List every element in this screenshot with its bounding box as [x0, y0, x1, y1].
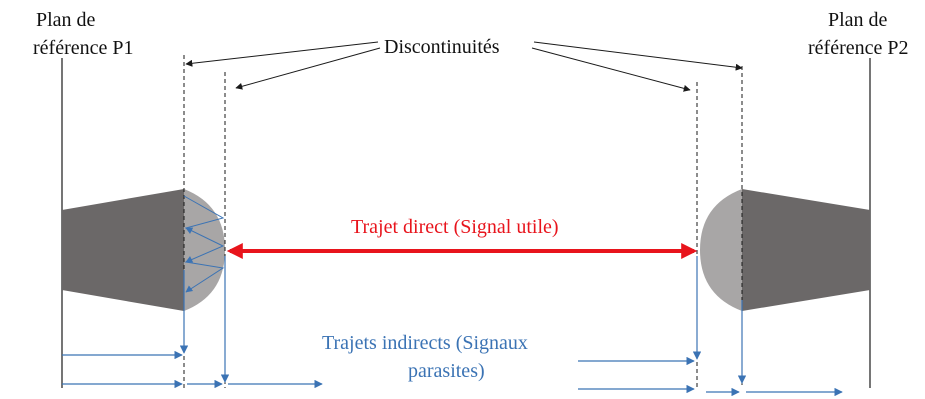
internal-reflection-path — [183, 195, 225, 293]
indirect-paths-label-line2: parasites) — [408, 360, 485, 382]
discontinuity-arrow-4 — [533, 41, 743, 71]
discontinuities-label: Discontinuités — [384, 36, 500, 58]
discontinuity-arrow-2 — [235, 47, 381, 90]
reference-plane-p2-label-line2: référence P2 — [808, 37, 909, 59]
right-probe-tip — [700, 189, 742, 311]
discontinuity-arrow-3 — [531, 47, 691, 92]
reference-plane-p1-label-line1: Plan de — [36, 9, 96, 31]
direct-path-label: Trajet direct (Signal utile) — [351, 216, 559, 238]
left-probe-tip — [184, 189, 225, 311]
discontinuity-arrow-1 — [185, 41, 379, 67]
reflection-arrow-2 — [185, 256, 194, 263]
indirect-paths-label-line1: Trajets indirects (Signaux — [322, 332, 528, 354]
reference-plane-p2-label-line1: Plan de — [828, 9, 888, 31]
left-probe-body — [62, 189, 184, 311]
reference-plane-p1-label-line2: référence P1 — [33, 37, 134, 59]
right-probe-body — [742, 189, 870, 311]
reflection-arrow-3 — [185, 285, 194, 293]
reflection-arrow-1 — [185, 227, 194, 234]
